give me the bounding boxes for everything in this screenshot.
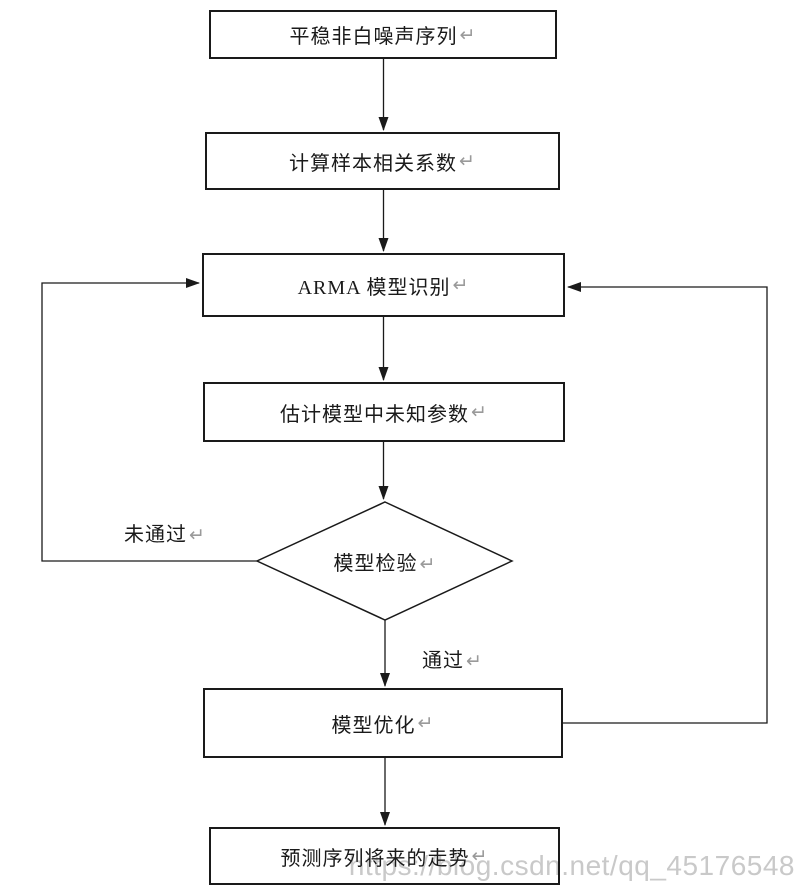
edge-label-text: 通过 — [422, 650, 464, 672]
node-forecast-trend: 预测序列将来的走势↵ — [209, 827, 560, 885]
connector-fail-loop — [41, 278, 257, 562]
edge-label-fail: 未通过↵ — [124, 518, 206, 547]
node-label: ARMA 模型识别 — [297, 276, 451, 299]
csdn-watermark: https://blog.csdn.net/qq_45176548 — [348, 850, 795, 881]
return-mark-icon: ↵ — [419, 553, 437, 575]
return-mark-icon: ↵ — [417, 712, 435, 734]
node-label: 预测序列将来的走势 — [280, 847, 470, 870]
node-estimate-parameters: 估计模型中未知参数↵ — [203, 382, 565, 442]
return-mark-icon: ↵ — [471, 401, 488, 423]
node-label: 计算样本相关系数 — [289, 152, 458, 175]
node-label: 估计模型中未知参数 — [280, 403, 470, 426]
node-stationary-sequence: 平稳非白噪声序列↵ — [209, 10, 557, 59]
edge-label-pass: 通过↵ — [422, 644, 483, 673]
return-mark-icon: ↵ — [459, 23, 477, 46]
node-arma-identification: ARMA 模型识别↵ — [202, 253, 565, 317]
return-mark-icon: ↵ — [459, 150, 476, 172]
decision-diamond — [255, 501, 514, 621]
node-label: 模型检验 — [333, 553, 418, 575]
connector-optimization-loop — [563, 282, 768, 724]
return-mark-icon: ↵ — [466, 650, 483, 672]
edge-label-text: 未通过 — [124, 524, 187, 546]
node-label: 模型优化 — [331, 714, 416, 737]
node-sample-correlation: 计算样本相关系数↵ — [205, 132, 560, 190]
node-label: 平稳非白噪声序列 — [289, 26, 458, 48]
return-mark-icon: ↵ — [471, 845, 489, 867]
return-mark-icon: ↵ — [452, 274, 470, 296]
node-model-test-label: 模型检验↵ — [275, 547, 495, 576]
node-model-optimization: 模型优化↵ — [203, 688, 563, 758]
return-mark-icon: ↵ — [189, 524, 206, 546]
